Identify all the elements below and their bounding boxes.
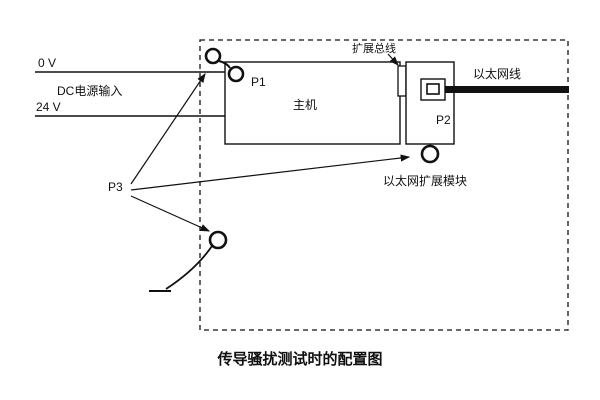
test-boundary-dashed-box: [199, 39, 569, 331]
expansion-bus-arrow: [387, 53, 399, 66]
label-expansion-bus: 扩展总线: [352, 41, 396, 55]
ethernet-cable-line: [445, 86, 569, 93]
p3-arrow-to-module: [130, 154, 411, 191]
label-p2: P2: [436, 113, 451, 127]
label-24v: 24 V: [36, 100, 61, 114]
current-probe-icon: [420, 144, 440, 164]
probe-cable-curve: [218, 60, 231, 69]
label-dc-input: DC电源输入: [57, 83, 122, 98]
trailing-cable-curve: [165, 245, 213, 290]
diagram-title: 传导骚扰测试时的配置图: [216, 350, 382, 368]
expansion-bus-connector: [397, 65, 407, 97]
host-unit-box: [224, 61, 401, 145]
label-host: 主机: [293, 98, 317, 112]
current-probe-icon: [204, 47, 222, 65]
label-ethernet-module: 以太网扩展模块: [383, 173, 467, 188]
ethernet-module-box: [405, 61, 455, 145]
current-probe-icon: [227, 65, 245, 83]
label-p1: P1: [251, 75, 266, 89]
current-probe-icon: [208, 230, 228, 250]
ethernet-port-inner: [426, 83, 440, 95]
label-ethernet-cable: 以太网线: [473, 66, 521, 81]
label-p3: P3: [108, 180, 123, 194]
p3-arrow-to-p1: [130, 73, 206, 185]
p3-arrow-to-lower-probe: [130, 195, 211, 232]
label-0v: 0 V: [38, 56, 56, 70]
